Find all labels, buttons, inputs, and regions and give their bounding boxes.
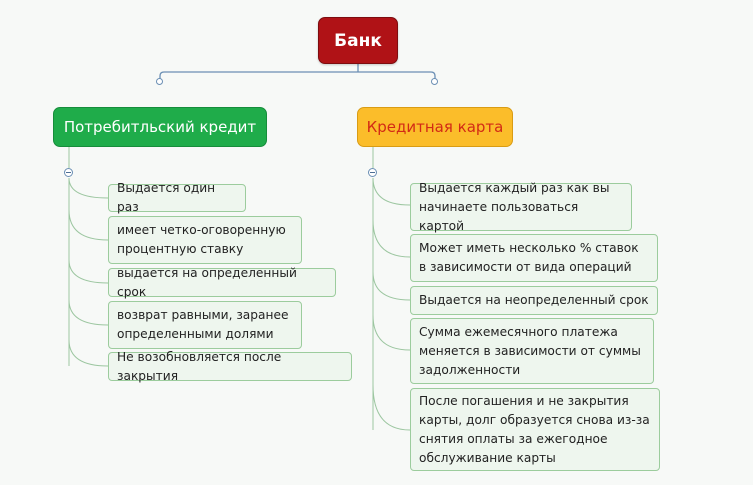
leaf-node[interactable]: После погашения и не закрытия карты, дол… [410,388,660,471]
leaf-text: Сумма ежемесячного платежа меняется в за… [419,324,641,377]
right-leaf-connector [372,219,411,258]
left-leaf-connector [68,177,109,199]
right-leaf-connector [372,271,411,301]
right-leaf-connector [372,384,411,431]
leaf-text: После погашения и не закрытия карты, дол… [419,393,650,465]
leaf-node[interactable]: Выдается один раз [108,181,246,214]
right-leaf-connector [372,177,411,206]
branch-consumer-credit[interactable]: Потребитльский кредит [53,107,267,147]
branch-credit-card[interactable]: Кредитная карта [357,107,513,147]
branch-label: Кредитная карта [366,118,504,136]
leaf-node[interactable]: Не возобновляется после закрытия [108,350,352,383]
leaf-node[interactable]: имеет четко-оговоренную процентную ставк… [108,216,302,264]
leaf-text: имеет четко-оговоренную процентную ставк… [117,223,286,256]
leaf-text: Не возобновляется после закрытия [117,349,282,383]
leaf-text: Может иметь несколько % ставок в зависим… [419,241,639,274]
leaf-node[interactable]: Может иметь несколько % ставок в зависим… [410,234,658,282]
leaf-node[interactable]: возврат равными, заранее определенными д… [108,301,302,349]
root-connector [159,64,436,84]
leaf-node[interactable]: Выдается каждый раз как вы начинаете пол… [410,181,632,233]
collapse-right-branch-icon[interactable] [368,168,377,177]
leaf-text: возврат равными, заранее определенными д… [117,308,289,341]
left-leaf-connector [68,259,109,284]
left-branch-anchor [156,78,163,85]
left-leaf-connector [68,339,109,367]
right-branch-anchor [431,78,438,85]
leaf-node[interactable]: Выдается на неопределенный срок [410,286,658,315]
left-leaf-connector [68,209,109,241]
leaf-node[interactable]: Сумма ежемесячного платежа меняется в за… [410,318,654,384]
leaf-text: Выдается на неопределенный срок [419,293,649,307]
right-leaf-connector [372,314,411,351]
leaf-text: Выдается один раз [117,181,216,214]
left-leaf-connector [68,299,109,326]
root-node[interactable]: Банк [318,17,398,64]
leaf-text: Выдается каждый раз как вы начинаете пол… [419,180,610,233]
leaf-text: выдается на определенный срок [117,265,297,299]
leaf-node[interactable]: выдается на определенный срок [108,266,336,299]
collapse-left-branch-icon[interactable] [64,168,73,177]
root-label: Банк [334,30,382,51]
branch-label: Потребитльский кредит [63,118,257,136]
